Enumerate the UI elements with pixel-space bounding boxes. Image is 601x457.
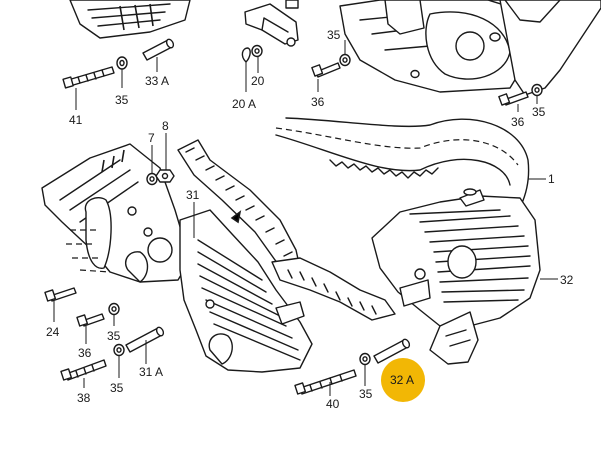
callout-24: 24: [46, 325, 60, 339]
callout-31: 31: [186, 188, 200, 202]
highlight-marker-32a: [381, 358, 425, 402]
lower-cover-31-part: [41, 143, 195, 283]
callout-32a: 32 A: [390, 373, 414, 387]
sleeve-32a-part: [373, 338, 411, 364]
bolt-40-part: [294, 369, 357, 395]
callout-31a: 31 A: [139, 365, 163, 379]
callout-36-top-right: 36: [511, 115, 525, 129]
bolt-36-top-mid-part: [311, 62, 341, 78]
callout-32: 32: [560, 273, 574, 287]
callout-38: 38: [77, 391, 91, 405]
callout-35-top-right: 35: [532, 105, 546, 119]
callout-35-top-mid: 35: [327, 28, 341, 42]
washer-35-bottom-part: [359, 352, 371, 366]
sleeve-31a-part: [125, 326, 165, 353]
callout-7: 7: [148, 131, 155, 145]
bracket-20-part: [244, 0, 299, 47]
callout-35-top-left: 35: [115, 93, 129, 107]
callout-36-left: 36: [78, 346, 92, 360]
bolt-36-top-right-part: [498, 91, 529, 106]
callout-8: 8: [162, 119, 169, 133]
washer-35-left-upper-part: [108, 302, 120, 316]
nut-8-part: [155, 169, 175, 183]
washer-20-part: [251, 44, 263, 58]
bolt-24-part: [44, 287, 77, 302]
callout-20: 20: [251, 74, 265, 88]
washer-35-top-left-part: [116, 56, 128, 70]
callout-20a: 20 A: [232, 97, 256, 111]
washer-35-top-mid-part: [339, 53, 351, 67]
callout-1: 1: [548, 172, 555, 186]
washer-35-left-lower-part: [113, 343, 125, 357]
washer-35-top-right-part: [531, 83, 543, 97]
upper-cover-fragment-left: [69, 0, 191, 39]
callout-35-left-upper: 35: [107, 329, 121, 343]
callout-35-left-lower: 35: [110, 381, 124, 395]
callout-40: 40: [326, 397, 340, 411]
bolt-41-part: [62, 66, 115, 89]
callout-41: 41: [69, 113, 83, 127]
section-arrow-marker: [230, 210, 242, 224]
bolt-36-left-part: [76, 313, 105, 327]
sleeve-33a-part: [142, 38, 175, 61]
callout-33a: 33 A: [145, 74, 169, 88]
lower-front-cover-part: [179, 209, 313, 373]
clip-20a-part: [241, 47, 251, 63]
upper-rear-cover-part: [339, 0, 601, 96]
leader-lines: [53, 40, 558, 396]
callout-36-top-mid: 36: [311, 95, 325, 109]
washer-7-part: [146, 172, 158, 186]
cover-32-part: [371, 188, 541, 365]
timing-belt-1-part: [177, 117, 530, 321]
bolt-38-part: [60, 359, 107, 381]
callout-35-bottom: 35: [359, 387, 373, 401]
